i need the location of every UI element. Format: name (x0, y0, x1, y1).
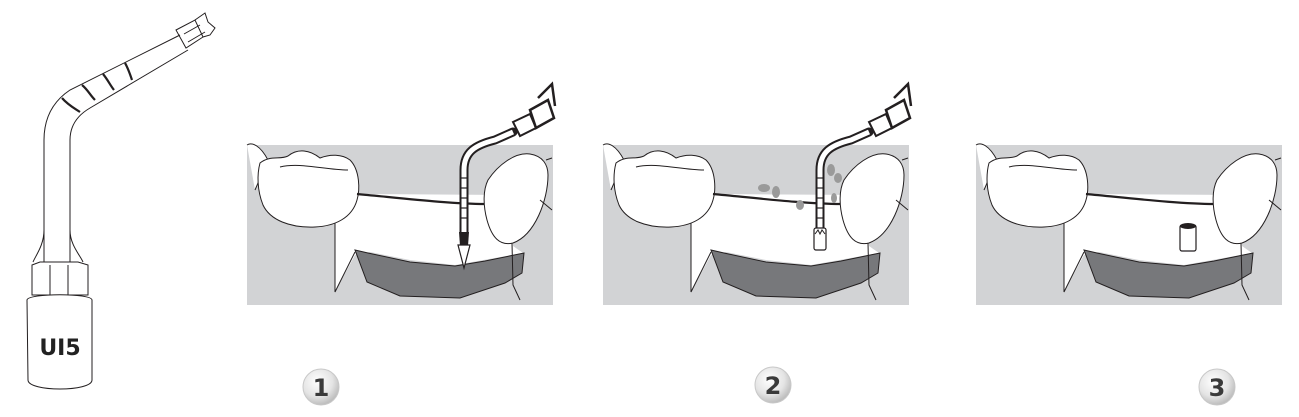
svg-text:3: 3 (1209, 374, 1226, 402)
water-spray-icon (758, 164, 842, 210)
step-badge-2: 2 (754, 366, 792, 404)
ui5-tip-illustration: UI5 (26, 12, 216, 390)
step-3-panel (974, 142, 1284, 307)
step-badge-1: 1 (302, 368, 340, 406)
step-1-panel (245, 84, 555, 307)
step-badge-3: 3 (1198, 368, 1236, 406)
svg-text:2: 2 (765, 372, 782, 400)
svg-text:1: 1 (313, 374, 330, 402)
tool-label: UI5 (39, 336, 80, 361)
step-2-panel (601, 84, 911, 307)
